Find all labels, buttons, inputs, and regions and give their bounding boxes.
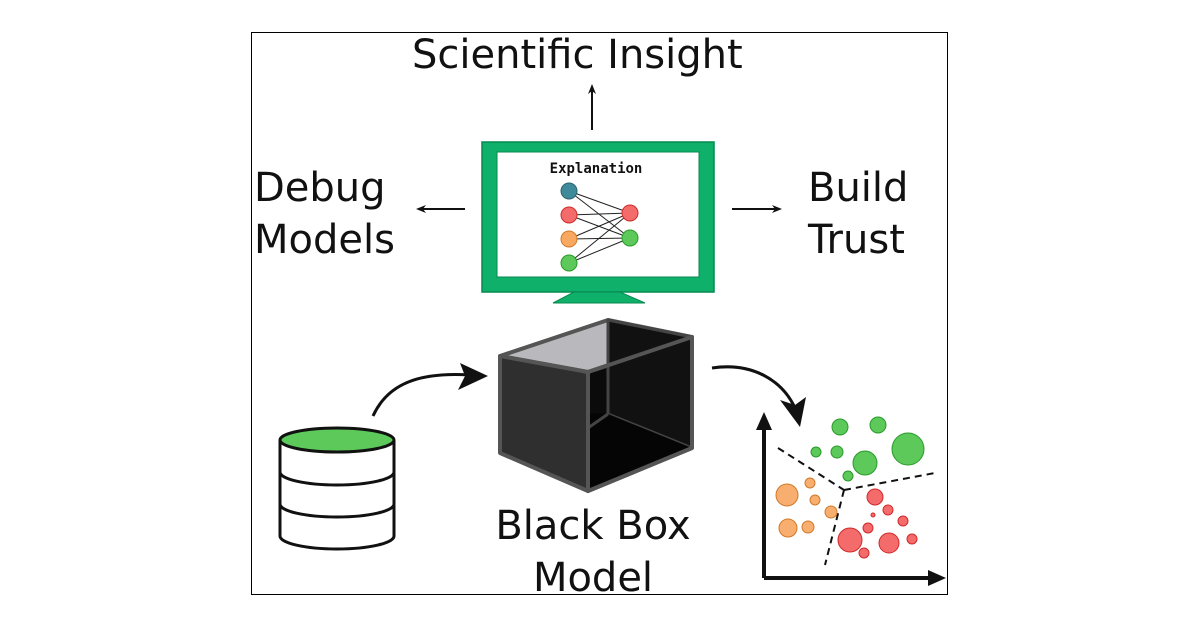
scatter-point-red (837, 527, 863, 553)
scatter-point-red (862, 522, 874, 534)
scatter-point-green (869, 416, 887, 434)
network-edge (568, 212, 631, 216)
black-box-icon (498, 318, 694, 493)
monitor-icon: Explanation (481, 141, 715, 304)
scatter-point-red (866, 488, 884, 506)
arrow-data-to-model-icon (371, 373, 471, 417)
scatter-point-orange (801, 520, 815, 534)
network-edge (568, 212, 631, 264)
scatter-point-orange (775, 483, 799, 507)
network-edge (568, 212, 631, 240)
network-edge (568, 190, 631, 214)
build-trust-label: Build Trust (808, 162, 908, 266)
scatter-point-green (830, 445, 844, 459)
input-node-teal (560, 182, 578, 200)
scatter-point-red (878, 532, 900, 554)
black-box-model-label: Black Box Model (486, 500, 700, 604)
network-edge (568, 237, 631, 264)
scatter-point-red (858, 547, 870, 559)
input-node-red (560, 206, 578, 224)
scatter-point-orange (778, 518, 798, 538)
input-node-green (560, 254, 578, 272)
scatter-point-green (831, 418, 849, 436)
scatter-point-orange (804, 477, 816, 489)
scatter-point-orange (824, 505, 838, 519)
arrow-model-to-output-icon (711, 365, 797, 409)
debug-models-line-1: Debug (254, 165, 386, 211)
scatter-point-green (810, 446, 822, 458)
scatter-point-green (891, 432, 925, 466)
black-box-model-line-2: Model (532, 555, 654, 601)
black-box-model-line-1: Black Box (495, 503, 691, 549)
scatter-point-green (852, 450, 878, 476)
scatter-axes (756, 412, 946, 586)
scatter-point-green (842, 470, 854, 482)
scatter-point-red (897, 515, 909, 527)
scatter-point-red (906, 533, 918, 545)
explanation-label: Explanation (550, 161, 643, 177)
decision-boundaries (777, 447, 936, 566)
scatter-points (775, 416, 925, 559)
output-node-green (621, 229, 639, 247)
build-trust-line-1: Build (808, 165, 909, 211)
debug-models-label: Debug Models (254, 162, 395, 266)
build-trust-line-2: Trust (808, 217, 905, 263)
scientific-insight-label: Scientific Insight (412, 32, 743, 78)
input-node-orange (560, 230, 578, 248)
debug-models-line-2: Models (254, 217, 395, 263)
scatter-point-orange (809, 494, 821, 506)
output-node-red (621, 204, 639, 222)
neural-network-icon (560, 182, 639, 272)
database-icon (278, 426, 396, 551)
scatter-point-red (882, 504, 894, 516)
scatter-point-red (870, 512, 876, 518)
